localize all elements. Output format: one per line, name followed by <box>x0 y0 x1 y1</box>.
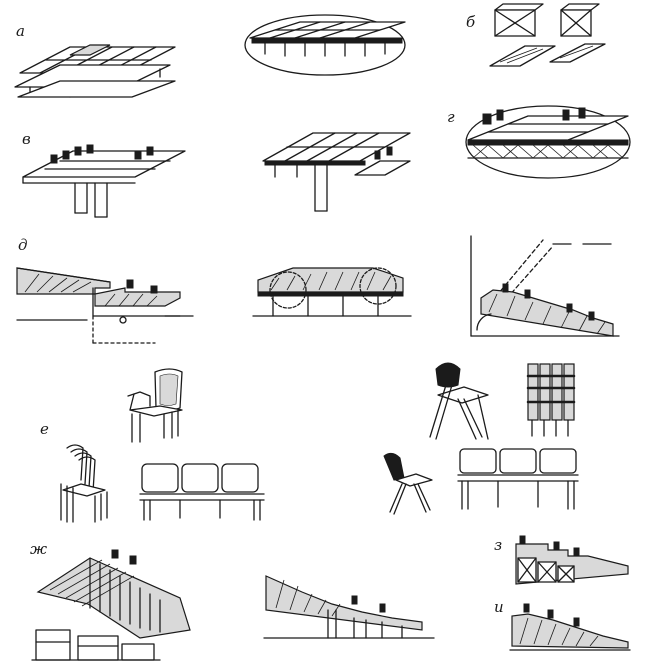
label-v: в <box>22 130 31 148</box>
label-zh: ж <box>30 540 48 558</box>
upholstered-armchair-sketch <box>127 368 183 443</box>
folding-chair-side-sketch <box>383 452 433 515</box>
stepped-boxes-seating-sketch <box>515 535 629 585</box>
label-d: д <box>18 236 28 254</box>
label-e: е <box>40 420 49 438</box>
three-seat-bench-sketch <box>139 463 265 521</box>
stepped-seating-section-hatched <box>16 267 194 344</box>
label-b: б <box>466 13 476 31</box>
label-a: а <box>16 22 25 40</box>
three-seat-folding-bench-sketch <box>457 448 579 510</box>
floor-with-lift-column-sketch <box>262 132 411 212</box>
label-z: з <box>494 536 503 554</box>
folded-chairs-in-row-sketch <box>526 363 576 437</box>
retractable-seating-side-section <box>263 575 435 639</box>
telescopic-seating-stack-sketch <box>31 549 191 661</box>
raised-floor-grid-sketch <box>14 44 176 98</box>
folding-chair-open-sketch <box>429 362 489 440</box>
platform-on-supports-with-detail-circles <box>252 267 412 317</box>
crate-module-and-panels <box>489 3 606 67</box>
projection-angle-seating-section <box>470 235 620 337</box>
stacked-chairs-sketch <box>60 444 108 523</box>
floor-with-seated-rows-sketch <box>22 144 186 218</box>
circular-detail-truss-section <box>465 105 631 179</box>
label-i: и <box>494 598 504 616</box>
label-g: г <box>447 108 455 126</box>
circular-detail-floor-section <box>244 14 406 76</box>
inclined-seating-platform-sketch <box>509 603 631 651</box>
